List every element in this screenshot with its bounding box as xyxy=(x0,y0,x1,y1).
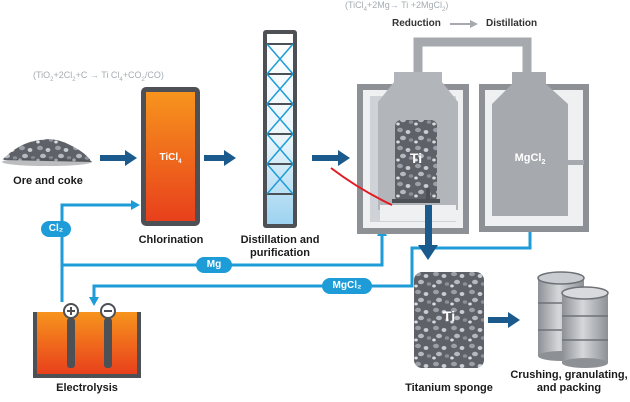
stage-arrow xyxy=(470,20,478,28)
chlorination-furnace xyxy=(141,87,200,226)
reduction-header: Reduction xyxy=(392,18,441,29)
mgcl-arrowhead xyxy=(89,297,99,306)
heating-wire xyxy=(330,167,393,206)
titanium-sponge xyxy=(414,272,484,368)
reduction-formula: (TiCl4+2Mg→ Ti +2MgCl2) xyxy=(345,0,449,13)
vessel-connecting-pipe xyxy=(413,37,532,72)
ticl-label: TiCl4 xyxy=(159,152,182,165)
mgcl-pill: MgCl₂ xyxy=(322,278,372,294)
distillation-column xyxy=(263,30,297,228)
distillation-vessel xyxy=(479,72,589,232)
electrolysis-cell xyxy=(33,312,141,378)
cathode-terminal xyxy=(100,303,116,319)
chlorination-formula: (TiO2+2Cl2+C → Ti Cl4+CO2/CO) xyxy=(33,70,164,83)
drums xyxy=(537,271,609,368)
ti-sponge-label: Ti xyxy=(442,308,456,324)
distillation-purification-label: Distillation and purification xyxy=(240,234,320,259)
reduction-vessel xyxy=(357,72,469,234)
sponge-label: Titanium sponge xyxy=(405,382,493,394)
flow-lines xyxy=(60,203,532,302)
electrolysis-label: Electrolysis xyxy=(56,382,118,394)
ti-reactor-label: Ti xyxy=(409,150,423,166)
mg-pill: Mg xyxy=(196,257,232,273)
distillation-header: Distillation xyxy=(486,18,538,29)
anode-terminal xyxy=(63,303,79,319)
packing-label: Crushing, granulating, and packing xyxy=(510,369,628,394)
cl-arrowhead xyxy=(131,200,140,210)
cl-pill: Cl₂ xyxy=(41,221,71,237)
ore-label: Ore and coke xyxy=(13,175,83,187)
mgcl-vessel-label: MgCl2 xyxy=(514,152,546,167)
down-arrow xyxy=(418,205,438,260)
process-arrows xyxy=(100,150,520,328)
ore-pile xyxy=(2,139,92,166)
chlorination-label: Chlorination xyxy=(138,234,204,246)
